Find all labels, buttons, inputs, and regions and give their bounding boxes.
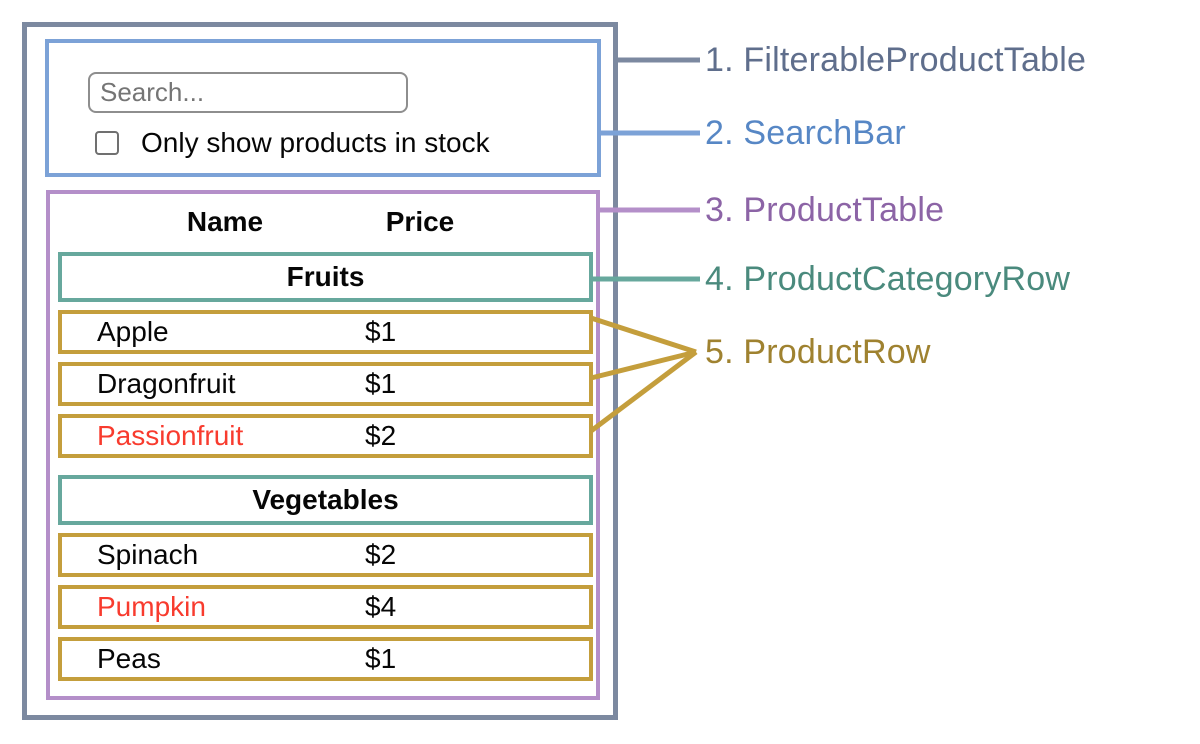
legend-label-5: 5. ProductRow xyxy=(705,333,931,371)
product-price: $1 xyxy=(365,368,397,399)
product-name: Passionfruit xyxy=(97,420,244,451)
legend-label-3: 3. ProductTable xyxy=(705,191,945,229)
product-price: $4 xyxy=(365,591,397,622)
category-label: Fruits xyxy=(286,261,365,292)
product-row: Apple $1 xyxy=(58,310,593,354)
name-column-header: Name xyxy=(186,206,264,237)
product-name: Pumpkin xyxy=(97,591,206,622)
product-row: Passionfruit $2 xyxy=(58,414,593,458)
product-name: Peas xyxy=(97,643,161,674)
legend-label-4: 4. ProductCategoryRow xyxy=(705,260,1071,298)
product-category-row: Fruits xyxy=(58,252,593,302)
product-row: Dragonfruit $1 xyxy=(58,362,593,406)
product-name: Spinach xyxy=(97,539,199,570)
category-label: Vegetables xyxy=(252,484,399,515)
search-bar-box: Only show products in stock xyxy=(45,39,601,177)
product-row: Spinach $2 xyxy=(58,533,593,577)
legend-label-1: 1. FilterableProductTable xyxy=(705,41,1087,79)
product-category-row: Vegetables xyxy=(58,475,593,525)
product-row: Peas $1 xyxy=(58,637,593,681)
in-stock-checkbox-label: Only show products in stock xyxy=(141,127,490,158)
in-stock-checkbox[interactable] xyxy=(95,131,119,155)
product-price: $2 xyxy=(365,539,397,570)
legend-label-2: 2. SearchBar xyxy=(705,114,906,152)
product-price: $1 xyxy=(365,316,397,347)
product-name: Apple xyxy=(97,316,169,347)
search-input[interactable] xyxy=(88,72,408,113)
table-header-row: Name Price xyxy=(50,206,596,238)
product-price: $2 xyxy=(365,420,397,451)
price-column-header: Price xyxy=(385,206,455,237)
product-name: Dragonfruit xyxy=(97,368,236,399)
product-price: $1 xyxy=(365,643,397,674)
product-row: Pumpkin $4 xyxy=(58,585,593,629)
